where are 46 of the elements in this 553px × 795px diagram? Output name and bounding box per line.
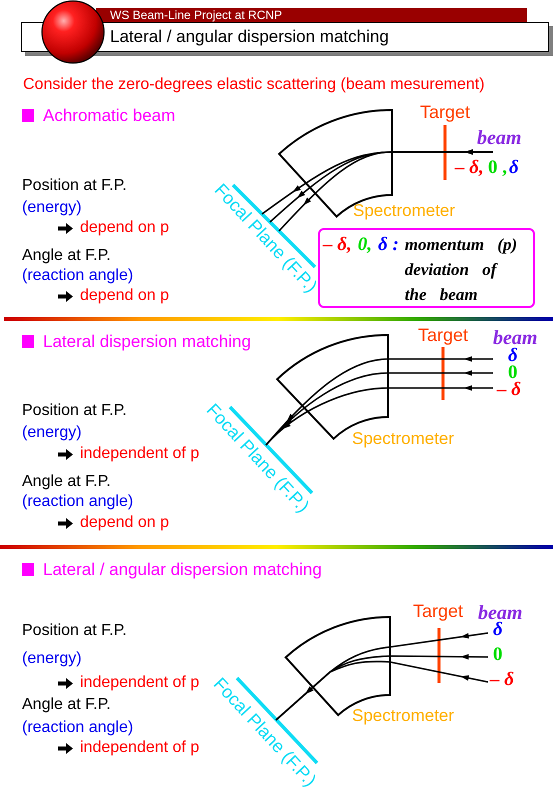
result-text: depend on p (80, 514, 169, 532)
property-text: Position at F.P. (22, 402, 127, 420)
note-box (318, 228, 535, 308)
property-text: Position at F.P. (22, 622, 127, 640)
note-text: momentum (p) deviation of the beam (404, 234, 518, 306)
beam-label: beam (493, 328, 538, 348)
momentum-symbol: 0 , (488, 158, 507, 178)
quantity-note: (energy) (22, 424, 82, 442)
quantity-note: (energy) (22, 199, 82, 217)
section-heading: Achromatic beam (43, 106, 176, 125)
intro-sentence: Consider the zero-degrees elastic scattering (beam mesurement) (23, 76, 485, 94)
quantity-note: (reaction angle) (22, 267, 134, 285)
quantity-note: (reaction angle) (22, 493, 134, 511)
momentum-symbol: 0, (358, 233, 372, 257)
spectrometer-label: Spectrometer (352, 706, 454, 725)
result-text: independent of p (80, 674, 200, 692)
spectrometer-label: Spectrometer (353, 201, 456, 220)
momentum-symbol: – δ (490, 670, 514, 690)
quantity-note: (reaction angle) (22, 719, 134, 737)
momentum-symbol: 0 (493, 645, 502, 665)
momentum-symbol: – δ (497, 380, 521, 400)
section-heading: Lateral dispersion matching (43, 332, 251, 351)
result-text: depend on p (80, 287, 169, 305)
target-label: Target (413, 601, 464, 621)
property-text: Angle at F.P. (22, 247, 111, 265)
momentum-symbol: – δ, (455, 158, 484, 178)
result-text: depend on p (80, 219, 169, 237)
momentum-symbol: δ : (378, 233, 399, 257)
momentum-symbol: δ (493, 620, 503, 640)
result-text: independent of p (80, 445, 200, 463)
quantity-note: (energy) (22, 650, 82, 668)
momentum-symbol: 0 (508, 363, 518, 383)
property-text: Angle at F.P. (22, 696, 111, 714)
target-label: Target (420, 102, 470, 122)
section-heading: Lateral / angular dispersion matching (43, 560, 322, 579)
property-text: Angle at F.P. (22, 473, 111, 491)
result-text: independent of p (80, 739, 200, 757)
property-text: Position at F.P. (22, 177, 127, 195)
beam-label: beam (477, 128, 522, 148)
target-label: Target (418, 325, 468, 345)
momentum-symbol: δ (509, 158, 519, 178)
spectrometer-label: Spectrometer (352, 429, 454, 448)
momentum-symbol: – δ, (323, 233, 352, 257)
beam-label: beam (478, 603, 522, 623)
momentum-symbol: δ (508, 346, 518, 366)
header-bar: WS Beam-Line Project at RCNP (96, 8, 527, 23)
